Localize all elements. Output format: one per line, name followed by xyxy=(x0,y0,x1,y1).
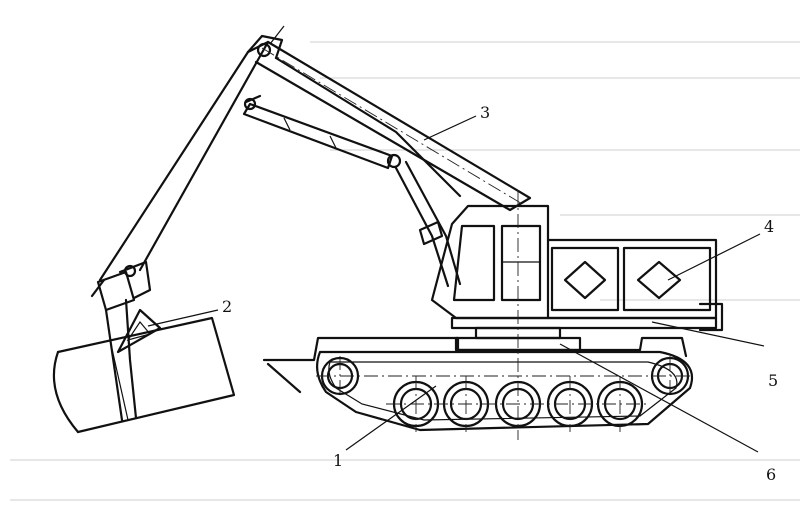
engine-housing xyxy=(546,238,724,332)
cabin xyxy=(430,204,550,320)
leader-1 xyxy=(345,385,437,451)
turntable xyxy=(450,316,718,352)
leader-6 xyxy=(559,343,759,453)
leader-3 xyxy=(423,115,477,141)
main-boom xyxy=(254,40,532,212)
part-label-3: 3 xyxy=(480,103,490,122)
part-label-5: 5 xyxy=(768,371,778,390)
background-text-lines xyxy=(10,41,800,501)
center-lines xyxy=(316,190,690,440)
leader-2 xyxy=(147,309,219,327)
hydraulic-cylinders xyxy=(242,102,462,288)
part-label-4: 4 xyxy=(764,217,774,236)
part-label-2: 2 xyxy=(222,297,232,316)
part-label-6: 6 xyxy=(766,465,776,484)
upper-boom xyxy=(98,25,285,282)
part-label-1: 1 xyxy=(333,451,343,470)
leader-lines xyxy=(147,115,765,453)
grapple-head xyxy=(90,260,162,422)
leader-5 xyxy=(651,321,765,347)
leader-4 xyxy=(667,233,761,281)
